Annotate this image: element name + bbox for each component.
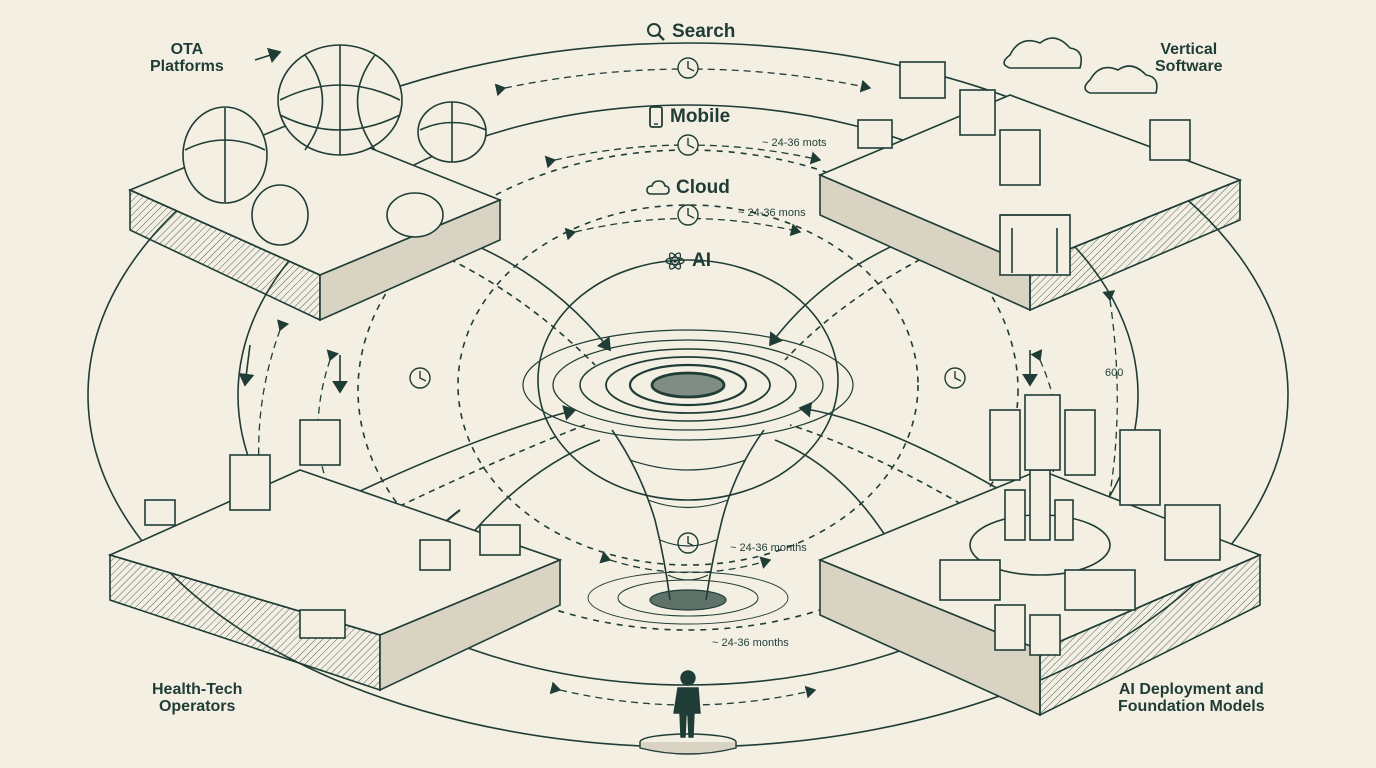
atom-icon — [665, 252, 685, 270]
arc-vortex-bottom — [599, 551, 772, 574]
era-cloud: Cloud — [646, 178, 730, 198]
duration-right: 600 — [1105, 367, 1124, 379]
cloud-icon — [646, 180, 670, 195]
duration-mobile: ~ 24-36 mots — [762, 137, 827, 149]
arc-left-outer — [258, 319, 290, 562]
clock-icon — [677, 532, 699, 554]
platform-blocks — [107, 37, 1263, 717]
ai-deployment-block — [817, 394, 1263, 717]
clock-icon — [409, 367, 431, 389]
era-label: Cloud — [676, 177, 730, 198]
era-label: AI — [692, 250, 711, 272]
clock-icon — [944, 367, 966, 389]
era-label: Search — [672, 21, 736, 43]
duration-outer: ~ 24-36 months — [712, 637, 789, 649]
phone-icon — [649, 106, 663, 128]
vertical-software-block — [817, 37, 1243, 312]
orbit-ring-4 — [457, 204, 919, 566]
clock-icon — [677, 134, 699, 156]
health-tech-block — [107, 419, 563, 692]
layer-arrows — [238, 47, 1038, 394]
ota-platform-block — [127, 44, 503, 322]
clock-icon — [677, 57, 699, 79]
era-mobile: Mobile — [648, 106, 730, 128]
clock-icon — [677, 204, 699, 226]
era-label: Mobile — [670, 106, 731, 128]
central-vortex — [522, 329, 854, 625]
magnifier-icon — [647, 23, 665, 41]
era-ai: AI — [664, 250, 711, 272]
person-figure — [639, 670, 737, 755]
clock-icons — [409, 57, 966, 554]
era-search: Search — [646, 22, 735, 42]
orbit-ring-inner — [537, 259, 839, 501]
duration-cloud: ~ 24-36 mons — [738, 207, 806, 219]
duration-vortex: ~ 24-36 months — [730, 542, 807, 554]
orbit-ring-3 — [357, 149, 1019, 631]
